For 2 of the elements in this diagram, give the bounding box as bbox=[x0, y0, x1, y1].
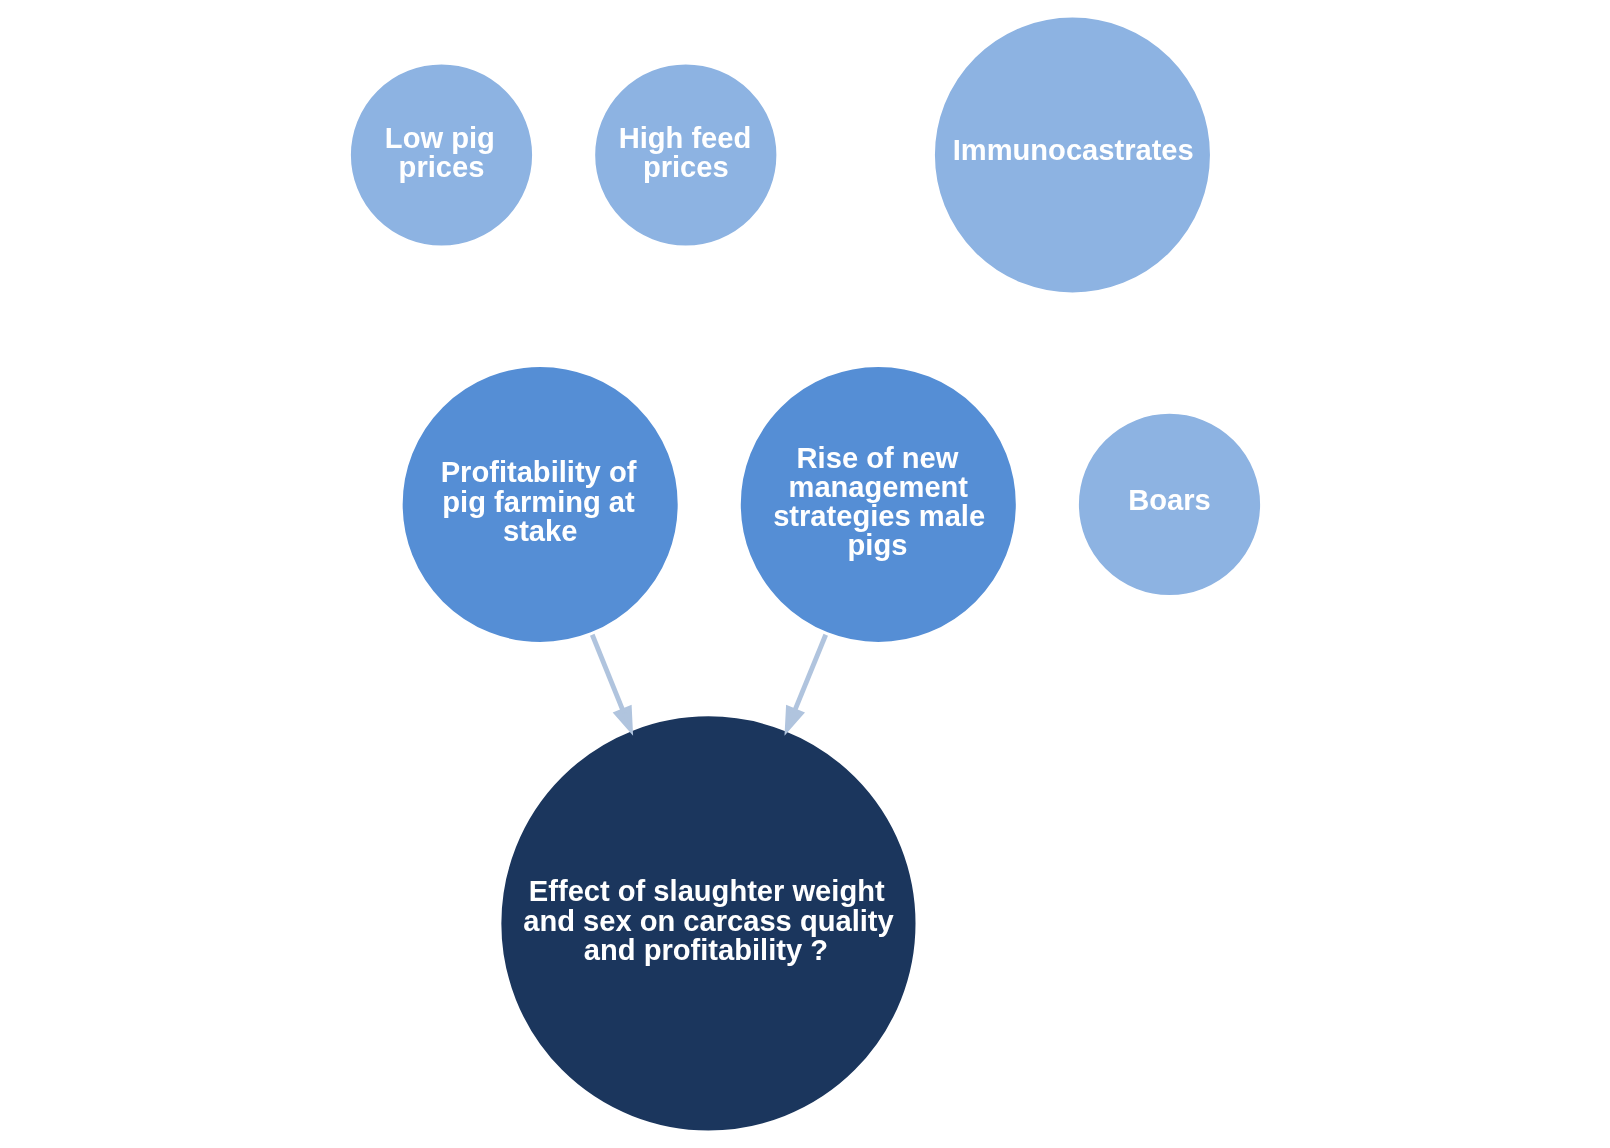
arrow bbox=[784, 633, 828, 736]
arrow bbox=[589, 633, 633, 736]
